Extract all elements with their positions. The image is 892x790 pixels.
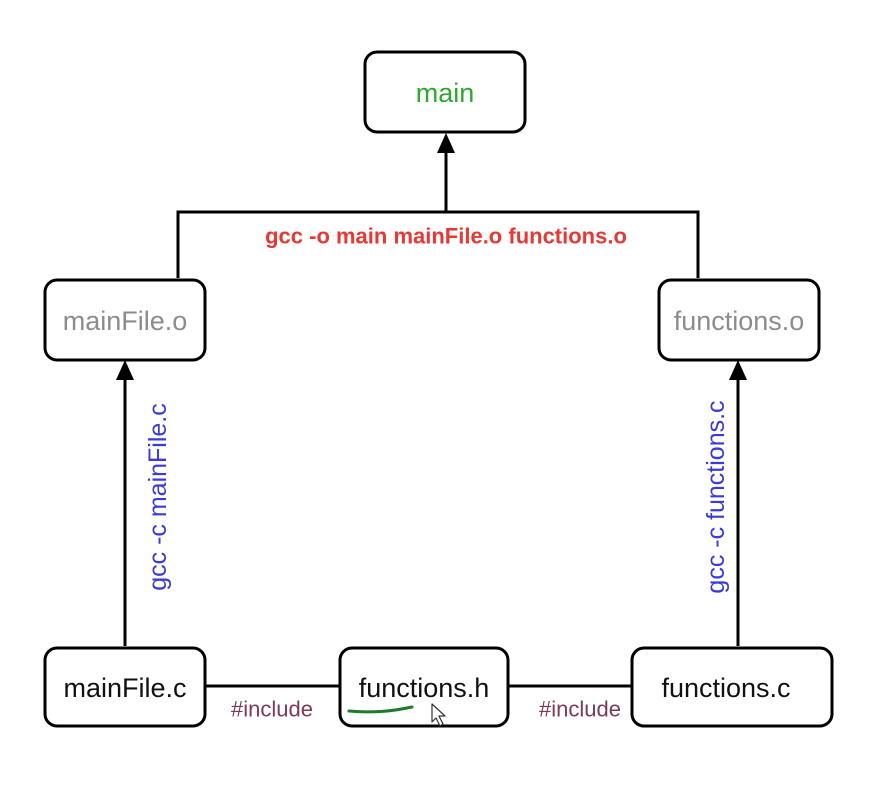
compile-mainfile-label: gcc -c mainFile.c [144,403,172,591]
link-command-label: gcc -o main mainFile.o functions.o [265,224,627,249]
arrow-head-to-main [437,133,455,153]
node-functions-o: functions.o [657,278,821,362]
node-functions-c-box [630,646,834,728]
node-functions-c-label: functions.c [661,673,790,703]
node-main-box [363,50,527,134]
node-functions-h: functions.h [338,646,510,728]
node-mainfile-c-label: mainFile.c [63,673,186,703]
node-functions-o-label: functions.o [674,306,805,336]
arrow-head-to-functions-o [729,360,747,380]
node-mainfile-c: mainFile.c [43,646,207,728]
node-functions-c: functions.c [630,646,834,728]
include-right-label: #include [539,697,621,722]
node-functions-h-label: functions.h [359,673,490,703]
link-bracket-line [176,210,700,278]
mouse-pointer-icon [431,703,446,727]
node-mainfile-o-label: mainFile.o [63,306,188,336]
include-left-label: #include [231,697,313,722]
node-functions-h-box [338,646,510,728]
node-main-label: main [416,78,475,108]
handwritten-underline [347,705,414,714]
node-mainfile-c-box [43,646,207,728]
node-mainfile-o: mainFile.o [43,278,207,362]
node-functions-o-box [657,278,821,362]
node-main: main [363,50,527,134]
arrow-head-to-mainfile-o [116,360,134,380]
node-mainfile-o-box [43,278,207,362]
compile-functions-label: gcc -c functions.c [702,400,730,593]
